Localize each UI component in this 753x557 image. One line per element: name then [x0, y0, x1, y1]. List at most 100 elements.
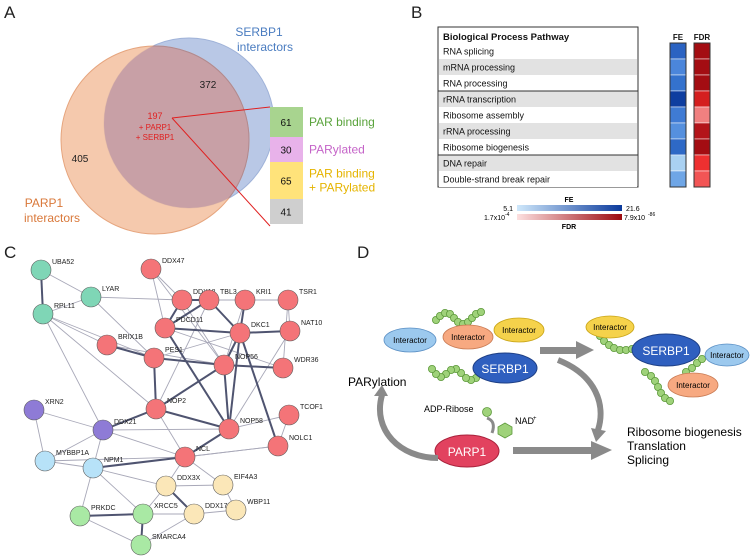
network-node-label: DKC1 — [251, 322, 270, 329]
network-node-ddx47 — [140, 258, 162, 280]
pathway-row-bg — [439, 139, 637, 155]
parp1-label-line2: interactors — [24, 211, 80, 225]
outcome-3: Splicing — [627, 453, 669, 467]
network-edge — [92, 467, 144, 515]
breakdown-segment-1 — [270, 107, 303, 137]
breakdown-segment-2 — [270, 137, 303, 162]
pathway-row-label: Double-strand break repair — [443, 175, 550, 185]
network-node-uba52 — [30, 259, 52, 281]
breakdown-value-4: 41 — [280, 208, 292, 219]
fe-cell — [669, 154, 687, 172]
pathway-header: Biological Process Pathway — [443, 32, 570, 43]
network-node-label: MYBBP1A — [56, 450, 89, 457]
nad-label: NAD — [515, 416, 535, 426]
interactor-right-3 — [667, 372, 719, 398]
breakdown-label-3-1: PAR binding — [309, 167, 375, 181]
panel-b: B Biological Process Pathway FE FDR RNA … — [411, 3, 711, 231]
network-node-label: DDX3X — [177, 475, 201, 482]
network-node-label: NPM1 — [104, 457, 124, 464]
interactor-right-2 — [704, 343, 750, 367]
connector-top — [171, 106, 271, 119]
network-node-dkc1 — [229, 322, 251, 344]
transition-arrowhead — [576, 341, 594, 359]
fdr-scale-title: FDR — [562, 224, 576, 231]
network-node-pes1 — [143, 347, 165, 369]
fe-cell — [669, 106, 687, 124]
interactor-left-3-label: Interactor — [502, 326, 536, 335]
network-node-pdcd11 — [154, 317, 176, 339]
network-edge-strong — [153, 357, 225, 366]
overlap-line-2: + SERBP1 — [136, 133, 175, 142]
pathway-row-label: rRNA processing — [443, 127, 511, 137]
network-node-tbl3 — [198, 289, 220, 311]
network-node-xrn2 — [23, 399, 45, 421]
network-edge — [44, 429, 104, 462]
parylation-arrow — [377, 394, 439, 461]
network-node-label: WDR36 — [294, 357, 319, 364]
pathway-row-label: Ribosome assembly — [443, 111, 525, 121]
network-node-label: NOP56 — [235, 354, 258, 361]
pathway-row-bg — [439, 91, 637, 107]
network-edge-strong — [239, 332, 279, 447]
network-node-brix1b — [96, 334, 118, 356]
network-edge — [181, 299, 225, 366]
interactor-left-2 — [442, 324, 494, 350]
network-node-label: EIF4A3 — [234, 474, 257, 481]
pathway-row-label: RNA processing — [443, 79, 508, 89]
transition-arrow — [540, 347, 576, 354]
serbp1-node-label: SERBP1 — [481, 362, 529, 376]
network-edge-strong — [155, 408, 230, 430]
pathway-row-bg — [439, 43, 637, 59]
network-node-label: KRI1 — [256, 289, 272, 296]
outcome-2: Translation — [627, 439, 686, 453]
serbp1-right-node-label: SERBP1 — [642, 344, 690, 358]
connector-bottom — [171, 117, 271, 227]
nad-consumption-arrow — [486, 416, 495, 434]
interactor-right-1-label: Interactor — [593, 323, 627, 332]
pathway-row-bg — [439, 107, 637, 123]
network-node-kri1 — [234, 289, 256, 311]
adp-ribose-icon — [482, 407, 492, 417]
network-node-label: NCL — [196, 446, 210, 453]
network-node-label: PDCD11 — [176, 317, 203, 324]
breakdown-label-3-2: + PARylated — [309, 181, 375, 195]
fe-scale-max: 21.6 — [626, 206, 640, 213]
panel-b-label: B — [411, 3, 422, 22]
fdr-column-frame — [693, 42, 711, 188]
network-edge — [90, 296, 155, 359]
network-edge-strong — [223, 364, 230, 430]
network-node-nop58 — [218, 418, 240, 440]
pathway-row-label: DNA repair — [443, 159, 487, 169]
panel-a-label: A — [4, 3, 16, 22]
network-node-label: TCOF1 — [300, 404, 323, 411]
network-node-lyar — [80, 286, 102, 308]
network-node-label: TBL3 — [220, 289, 237, 296]
parp1-only-count: 405 — [72, 154, 89, 165]
network-node-label: UBA52 — [52, 259, 74, 266]
breakdown-value-1: 61 — [280, 118, 292, 129]
fdr-cell — [693, 58, 711, 76]
fe-scale-min: 5.1 — [503, 206, 513, 213]
network-edge — [184, 445, 279, 458]
network-edge — [102, 428, 230, 431]
network-edge — [150, 268, 225, 366]
network-edge — [102, 429, 186, 458]
parylation-arrowhead — [374, 385, 388, 396]
network-node-label: XRCC5 — [154, 503, 178, 510]
interactor-left-3 — [493, 317, 545, 343]
panel-c-label: C — [4, 243, 16, 262]
network-edge-strong — [228, 332, 241, 430]
interactor-left-1 — [383, 327, 437, 353]
breakdown-value-2: 30 — [280, 146, 292, 157]
fdr-cell — [693, 42, 711, 60]
network-edge-strong — [92, 456, 186, 469]
network-node-nop2 — [145, 398, 167, 420]
network-edge-strong — [155, 364, 225, 410]
adp-ribose-label: ADP-Ribose — [424, 404, 474, 414]
nad-sup: + — [533, 416, 537, 422]
pathway-row-label: rRNA transcription — [443, 95, 516, 105]
network-node-label: SMARCA4 — [152, 534, 186, 541]
network-node-nolc1 — [267, 435, 289, 457]
network-node-ddx21 — [92, 419, 114, 441]
